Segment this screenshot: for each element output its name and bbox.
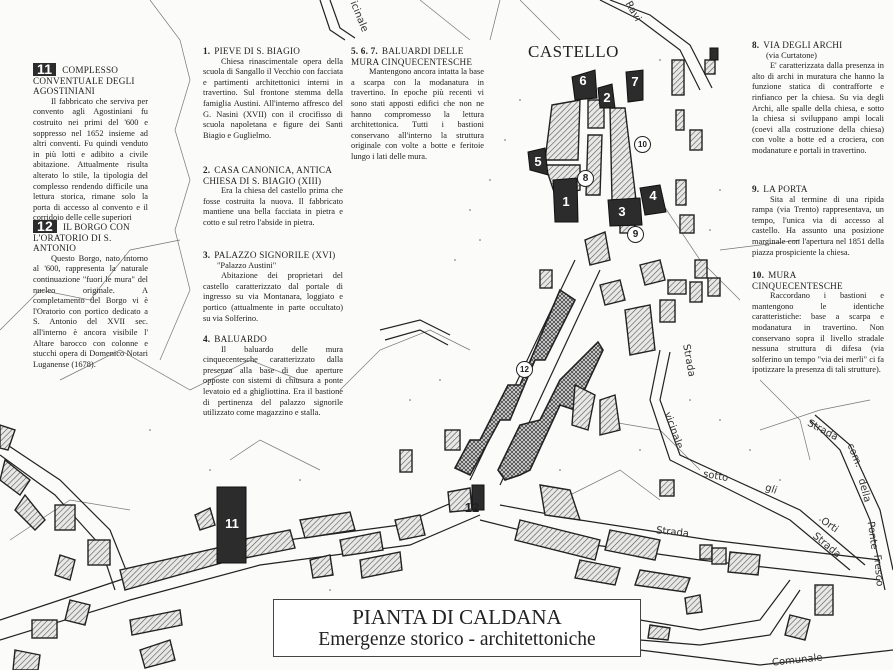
legend-body-8: E' caratterizzata dalla presenza in alto… — [752, 61, 884, 155]
marker-1: 1 — [562, 194, 570, 209]
legend-body-5-6-7: Mantengono ancora intatta la base a scar… — [351, 67, 484, 161]
marker-7: 7 — [631, 74, 639, 89]
legend-heading-12: IL BORGO CON L'ORATORIO DI S. ANTONIO — [33, 222, 130, 254]
badge-12: 12 — [33, 219, 57, 233]
marker-6: 6 — [579, 73, 587, 88]
legend-heading-11: COMPLESSO CONVENTUALE DEGLI AGOSTINIANI — [33, 65, 135, 97]
legend-heading-4: BALUARDO — [214, 334, 267, 344]
legend-heading-3: PALAZZO SIGNORILE (XVI) — [214, 250, 336, 260]
legend-body-2: Era la chiesa del castello prima che fos… — [203, 186, 343, 227]
marker-12-oratorio: 12 — [464, 500, 480, 515]
legend-heading-9: LA PORTA — [763, 184, 808, 194]
legend-heading-2: CASA CANONICA, ANTICA CHIESA DI S. BIAGI… — [203, 165, 332, 186]
legend-subheading-8: (via Curtatone) — [766, 50, 817, 60]
marker-8: 8 — [577, 170, 594, 187]
marker-11: 11 — [225, 516, 239, 531]
legend-body-11: Il fabbricato che serviva per convento a… — [33, 96, 148, 223]
legend-body-9: Sita al termine di una ripida rampa (via… — [752, 194, 884, 257]
legend-heading-8: VIA DEGLI ARCHI — [763, 40, 843, 50]
map-title-box: PIANTA DI CALDANA Emergenze storico - ar… — [273, 599, 641, 657]
marker-5: 5 — [534, 154, 542, 169]
marker-10: 10 — [634, 136, 651, 153]
legend-body-4: Il baluardo delle mura cinquecentesche c… — [203, 344, 343, 418]
legend-subheading-3: "Palazzo Austini" — [217, 260, 277, 270]
map-title: PIANTA DI CALDANA — [352, 605, 562, 629]
legend-heading-10: MURA CINQUECENTESCHE — [752, 270, 843, 291]
legend-body-10: Raccordano i bastioni e mantengono le id… — [752, 291, 884, 375]
badge-11: 11 — [33, 62, 57, 76]
legend-entry-4: 4.BALUARDO Il baluardo delle mura cinque… — [203, 334, 343, 418]
legend-entry-10: 10.MURA CINQUECENTESCHE Raccordano i bas… — [752, 270, 884, 375]
marker-2: 2 — [603, 90, 611, 105]
castello-label: CASTELLO — [528, 42, 619, 61]
marker-3: 3 — [618, 204, 626, 219]
legend-heading-5-6-7: BALUARDI DELLE MURA CINQUECENTESCHE — [351, 46, 473, 67]
legend-entry-9: 9.LA PORTA Sita al termine di una ripida… — [752, 184, 884, 257]
legend-heading-1: PIEVE DI S. BIAGIO — [214, 46, 301, 56]
legend-body-3: Abitazione dei proprietari del castello … — [203, 271, 343, 323]
marker-12-borgo: 12 — [516, 361, 533, 378]
legend-entry-3: 3.PALAZZO SIGNORILE (XVI) "Palazzo Austi… — [203, 250, 343, 323]
marker-9: 9 — [627, 226, 644, 243]
map-subtitle: Emergenze storico - architettoniche — [318, 629, 596, 650]
legend-entry-1: 1.PIEVE DI S. BIAGIO Chiesa rinascimenta… — [203, 46, 343, 140]
marker-4: 4 — [649, 188, 657, 203]
legend-body-1: Chiesa rinascimentale opera della scuola… — [203, 56, 343, 140]
legend-body-12: Questo Borgo, nato intorno al '600, rapp… — [33, 253, 148, 369]
legend-entry-8: 8.VIA DEGLI ARCHI (via Curtatone) E' car… — [752, 40, 884, 155]
legend-entry-2: 2.CASA CANONICA, ANTICA CHIESA DI S. BIA… — [203, 165, 343, 227]
legend-entry-5-6-7: 5. 6. 7.BALUARDI DELLE MURA CINQUECENTES… — [351, 46, 484, 161]
